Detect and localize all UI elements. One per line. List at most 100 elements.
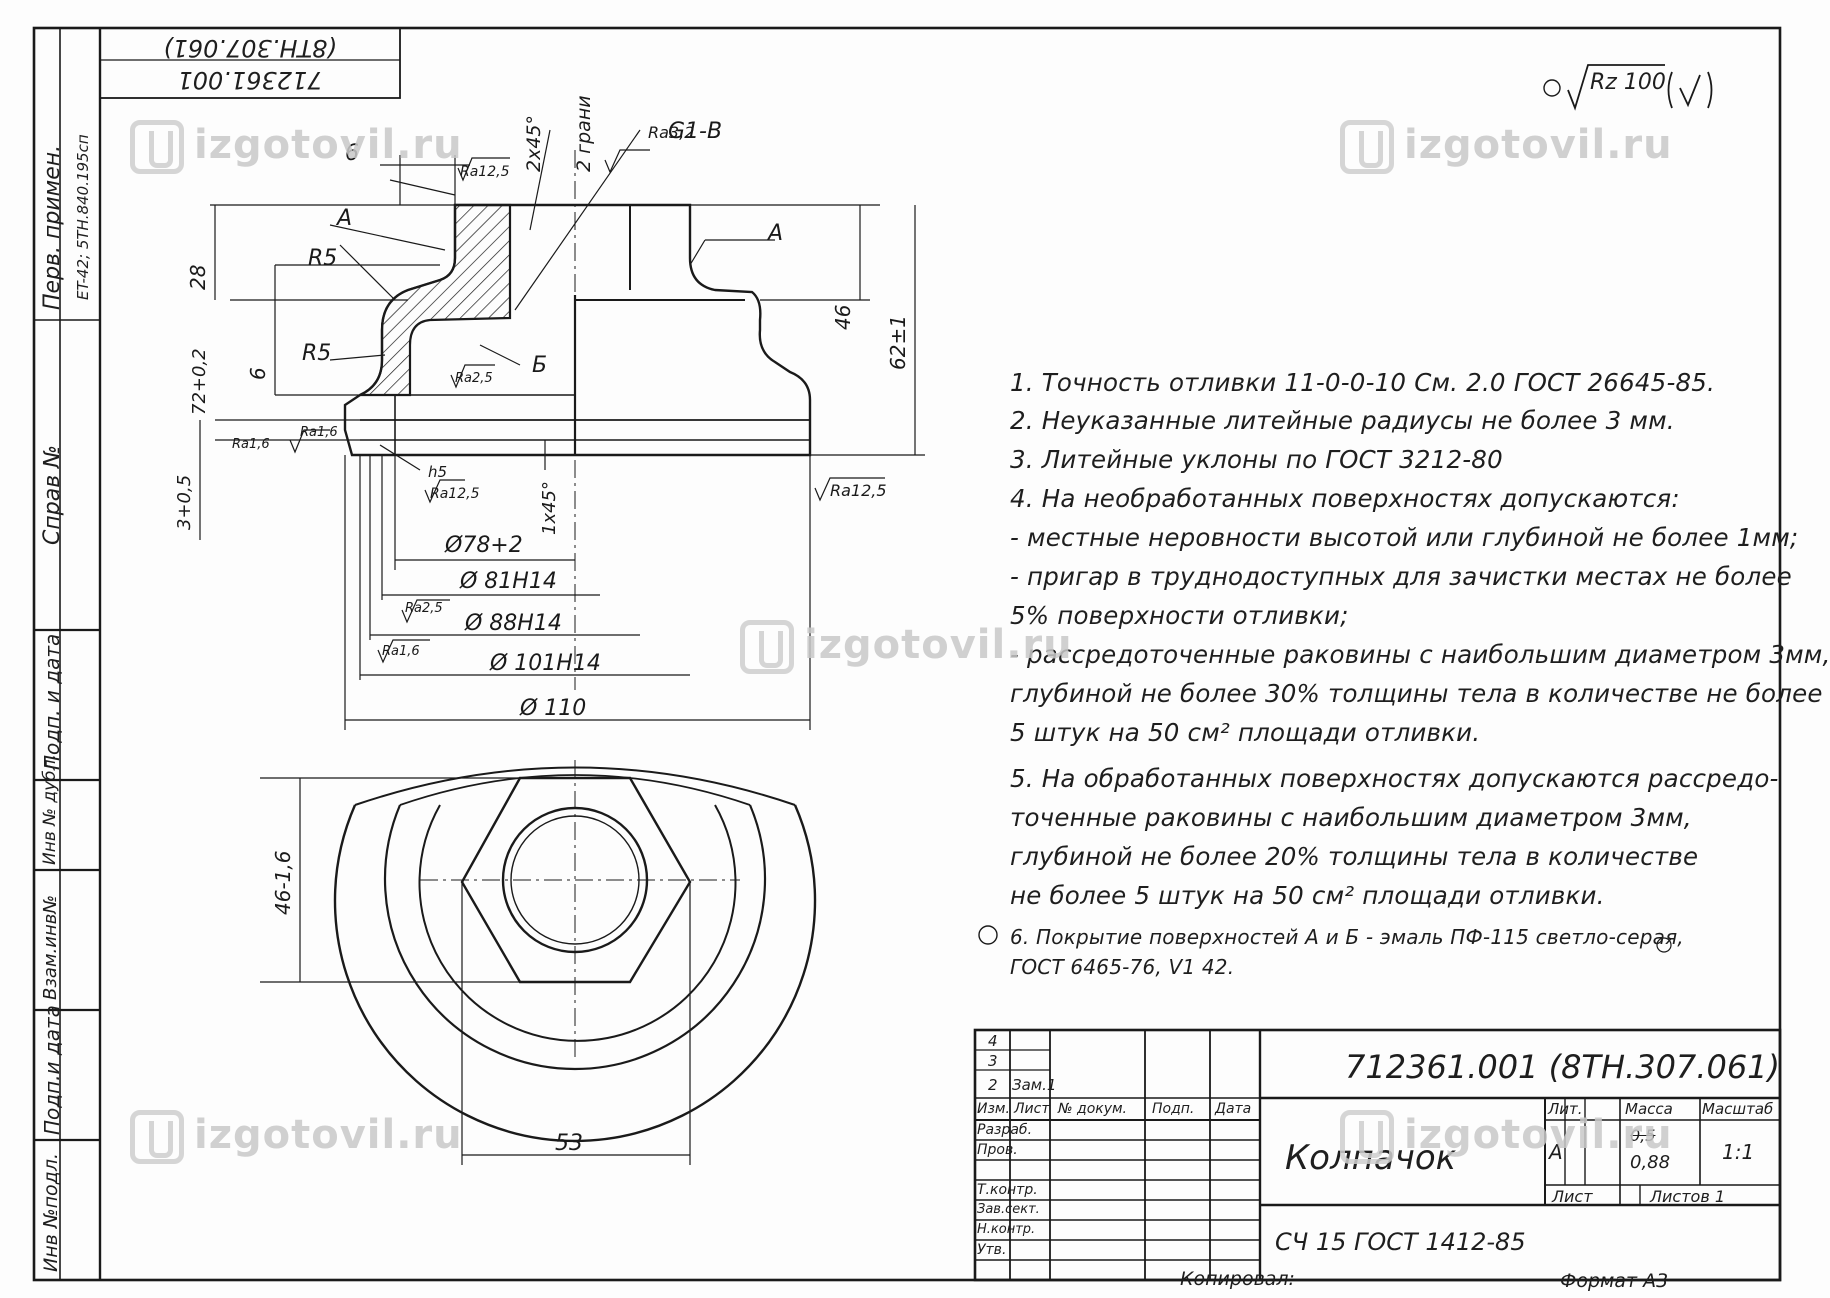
- watermark-logo-icon: [740, 620, 794, 674]
- tb-lit: Лит.: [1548, 1100, 1583, 1118]
- dim-chamfer-bot: 1x45°: [539, 481, 560, 535]
- tb-lit-value: A: [1549, 1140, 1563, 1164]
- tb-h-doc: № докум.: [1058, 1101, 1128, 1117]
- dim-ra25: Ra2,5: [405, 601, 443, 616]
- tb-row-2: 2: [988, 1076, 998, 1094]
- side-perv-primen: Перв. примен.: [40, 144, 65, 310]
- watermark: izgotovil.ru: [1340, 120, 1673, 174]
- header-code-alt: (8TH.307.061): [163, 34, 337, 62]
- note-6-cont: ГОСТ 6465-76, V1 42.: [1010, 955, 1235, 979]
- label-a-left: A: [335, 206, 352, 231]
- side-inv-dubl: Инв № дубл.: [40, 754, 60, 865]
- tb-row-4: 4: [988, 1032, 998, 1050]
- dim-thread: G1-B: [668, 119, 722, 144]
- note-1: 1. Точность отливки 11-0-0-10 См. 2.0 ГО…: [1010, 368, 1716, 397]
- side-perv-value: ET-42; 5TH.840.195сп: [74, 134, 92, 300]
- note-4c-cont: глубиной не более 30% толщины тела в кол…: [1010, 679, 1823, 708]
- tb-role-razrab: Разраб.: [977, 1122, 1033, 1138]
- tb-mass-value: 0,88: [1630, 1152, 1671, 1173]
- note-5-cont3: не более 5 штук на 50 см² площади отливк…: [1010, 881, 1605, 910]
- tb-listov: Листов 1: [1650, 1187, 1726, 1206]
- tb-role-utv: Утв.: [977, 1242, 1007, 1258]
- note-6: 6. Покрытие поверхностей А и Б - эмаль П…: [1010, 925, 1684, 949]
- dim-r5-bottom: R5: [302, 341, 331, 366]
- dim-ra125-mid: Ra12,5: [430, 486, 480, 502]
- tb-kopiroval: Копировал:: [1180, 1268, 1295, 1290]
- note-4c: - рассредоточенные раковины с наибольшим…: [1010, 640, 1830, 669]
- dim-h46: 46: [831, 305, 855, 330]
- tb-massa: Масса: [1625, 1100, 1673, 1118]
- dim-d81: Ø 81H14: [459, 569, 557, 594]
- note-4a: - местные неровности высотой или глубино…: [1010, 523, 1799, 552]
- side-podp-data2: Подп.и дата: [40, 1005, 64, 1135]
- roughness-marks: [289, 149, 885, 664]
- roughness-symbol-text: Rz 100: [1590, 70, 1666, 95]
- dim-chamfer-top: 2x45°: [523, 115, 545, 172]
- dim-ra32: Ra3,2: [648, 123, 694, 142]
- dim-h6: 6: [246, 367, 270, 380]
- tb-mass-old: 0,5: [1630, 1126, 1656, 1145]
- roughness-symbol-graphic: [978, 64, 1713, 953]
- dim-6-top: 6: [345, 141, 359, 166]
- dim-ra25-mid: Ra2,5: [455, 371, 493, 386]
- tb-format: Формат А3: [1560, 1270, 1669, 1292]
- tb-role-zavsekt: Зав.сект.: [977, 1202, 1040, 1217]
- tb-material: СЧ 15 ГОСТ 1412-85: [1275, 1228, 1526, 1256]
- dim-h46-16: 46-1,6: [271, 851, 295, 915]
- tb-list: Лист: [1552, 1187, 1593, 1206]
- dim-h72: 72+0,2: [189, 348, 210, 415]
- dim-d78: Ø78+2: [444, 533, 523, 558]
- dim-faces: 2 грани: [573, 95, 595, 172]
- watermark-logo-icon: [130, 1110, 184, 1164]
- tb-role-tkontr: Т.контр.: [977, 1182, 1038, 1198]
- watermark: izgotovil.ru: [1340, 1110, 1673, 1164]
- dim-d101: Ø 101H14: [489, 651, 601, 676]
- note-4: 4. На необработанных поверхностях допуск…: [1010, 484, 1680, 513]
- tb-role-nkontr: Н.контр.: [977, 1222, 1036, 1237]
- label-a-right: A: [766, 221, 783, 246]
- note-4c-cont2: 5 штук на 50 см² площади отливки.: [1010, 718, 1481, 747]
- dim-ra16-left2: Ra1,6: [300, 425, 338, 440]
- header-code: 712361.001: [177, 66, 323, 94]
- note-5-cont2: глубиной не более 20% толщины тела в кол…: [1010, 842, 1699, 871]
- note-4b-cont: 5% поверхности отливки;: [1010, 601, 1349, 630]
- dim-d88: Ø 88H14: [464, 611, 562, 636]
- dim-h3: 3+0,5: [174, 475, 195, 530]
- note-3: 3. Литейные уклоны по ГОСТ 3212-80: [1010, 445, 1503, 474]
- tb-h-list: Лист: [1014, 1101, 1050, 1117]
- note-4b: - пригар в труднодоступных для зачистки …: [1010, 562, 1792, 591]
- side-inv-podl: Инв №подл.: [40, 1152, 62, 1272]
- note-5: 5. На обработанных поверхностях допускаю…: [1010, 764, 1779, 793]
- tb-role-prov: Пров.: [977, 1142, 1018, 1158]
- watermark-logo-icon: [1340, 1110, 1394, 1164]
- watermark: izgotovil.ru: [130, 120, 463, 174]
- dim-h62: 62±1: [886, 315, 910, 370]
- tb-h-izm: Изм.: [977, 1101, 1010, 1117]
- side-podp-data: Подп. и дата: [40, 633, 64, 770]
- watermark: izgotovil.ru: [740, 620, 1073, 674]
- tb-designation: 712361.001 (8TH.307.061): [1345, 1048, 1781, 1086]
- plan-view: [260, 760, 817, 1165]
- dim-r5-top: R5: [308, 246, 337, 271]
- dim-d110: Ø 110: [519, 696, 586, 721]
- header-code-box: [99, 27, 401, 99]
- tb-part-name: Колпачок: [1285, 1138, 1457, 1178]
- dim-w53: 53: [555, 1131, 583, 1156]
- dim-h28: 28: [186, 265, 210, 290]
- dim-h5: h5: [428, 463, 447, 481]
- outer-frame: [32, 26, 1782, 1282]
- label-b: Б: [532, 353, 547, 378]
- tb-h-data: Дата: [1215, 1101, 1252, 1117]
- tb-h-podp: Подп.: [1152, 1101, 1195, 1117]
- watermark-logo-icon: [1340, 120, 1394, 174]
- note-5-cont: точенные раковины с наибольшим диаметром…: [1010, 803, 1692, 832]
- dim-ra16-left: Ra1,6: [232, 437, 270, 452]
- title-block-lines: [973, 1028, 1782, 1282]
- tb-row-3: 3: [988, 1052, 998, 1070]
- section-view: [343, 150, 812, 690]
- dim-ra125-top: Ra12,5: [460, 164, 510, 180]
- dim-ra16-bot: Ra1,6: [382, 644, 420, 659]
- tb-masshtab: Масштаб: [1702, 1100, 1774, 1118]
